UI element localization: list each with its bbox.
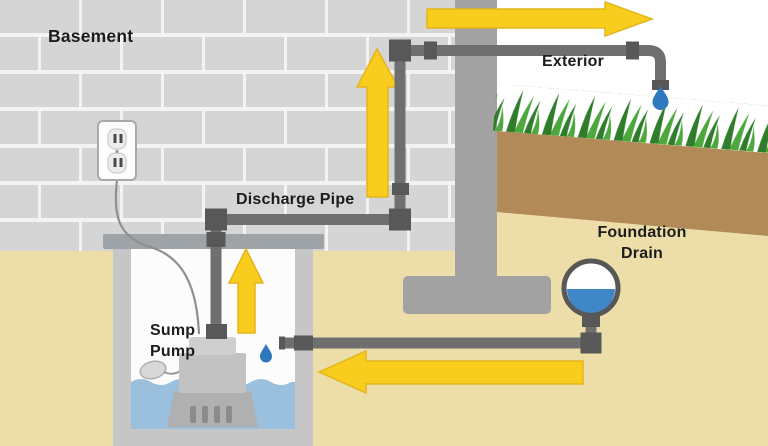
flow-arrow-top-right	[426, 0, 655, 38]
drain-water	[567, 289, 615, 313]
pipe-elbow-joint	[205, 208, 227, 231]
pipe-elbow-joint	[389, 208, 411, 231]
pipe-joint	[206, 232, 226, 247]
outlet-slot	[113, 134, 117, 143]
outlet-slot	[119, 134, 123, 143]
pump-vent-slit	[202, 406, 208, 423]
outlet-slot	[119, 158, 123, 167]
foundation-drain-label: Foundation Drain	[582, 222, 702, 264]
pipe-joint	[206, 324, 227, 339]
pipe-end-cap	[652, 80, 669, 90]
flow-arrows	[227, 0, 655, 395]
pipe-end-opening	[279, 336, 285, 350]
outlet-socket-top	[107, 128, 127, 150]
outlet-screw	[115, 149, 119, 154]
water-drop-exterior	[652, 86, 669, 110]
discharge-pipe	[210, 45, 666, 336]
electrical-outlet	[97, 120, 137, 181]
outlet-slot	[113, 158, 117, 167]
exterior-label: Exterior	[542, 53, 605, 70]
pump-vent-slit	[226, 406, 232, 423]
pump-cap	[189, 337, 236, 355]
pipe-joint	[580, 332, 602, 354]
pipe-joint	[424, 41, 437, 60]
flow-arrow-left-drain	[317, 349, 584, 395]
pipe-joint	[392, 183, 409, 195]
float-wire	[163, 370, 181, 375]
pump-float-switch	[139, 360, 167, 380]
soil-brown-band	[497, 131, 768, 236]
foundation-drain-label-line2: Drain	[621, 245, 663, 262]
foundation-drain-label-line1: Foundation	[597, 224, 687, 241]
grass	[493, 83, 768, 155]
power-cord	[114, 179, 201, 335]
pump-body	[179, 353, 246, 393]
pipe-elbow-joint	[389, 39, 411, 62]
outlet-socket-bottom	[107, 152, 127, 174]
pipe-joint	[582, 316, 600, 327]
pump-vent-slit	[190, 406, 196, 423]
basement-label: Basement	[48, 26, 134, 46]
pump-vent-slit	[214, 406, 220, 423]
foundation-drain	[561, 258, 621, 327]
pipe-joint	[626, 41, 639, 60]
sump-pump	[139, 337, 258, 427]
sump-pump-label-line1: Sump	[150, 322, 196, 339]
sump-pump-label-line2: Pump	[150, 343, 196, 360]
flow-arrow-up-pit	[227, 247, 265, 334]
grass-blades	[493, 83, 768, 155]
pump-base	[167, 391, 258, 427]
pipe-joints	[205, 39, 669, 339]
pipe-joint	[294, 335, 313, 351]
sump-pump-label: Sump Pump	[150, 320, 195, 362]
discharge-pipe-label: Discharge Pipe	[236, 191, 355, 208]
water-drop-pit	[260, 344, 272, 363]
foundation-footing	[403, 276, 551, 314]
foundation-column	[455, 0, 497, 285]
